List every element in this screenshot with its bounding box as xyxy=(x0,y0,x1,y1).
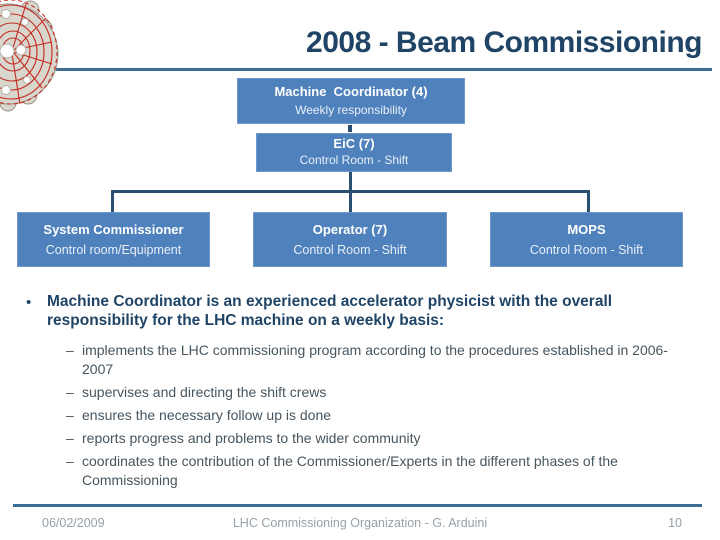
footer-attribution: LHC Commissioning Organization - G. Ardu… xyxy=(232,516,488,530)
title-divider xyxy=(30,68,712,71)
connector-drop-middle xyxy=(349,192,352,212)
org-box-subtitle: Weekly responsibility xyxy=(295,103,407,117)
dash-marker: – xyxy=(66,430,74,446)
org-box-title: Machine Coordinator (4) xyxy=(274,84,428,99)
org-box-machine-coordinator: Machine Coordinator (4) Weekly responsib… xyxy=(237,78,465,124)
bullet-marker: • xyxy=(26,294,32,311)
sub-bullet-text: implements the LHC commissioning program… xyxy=(82,342,668,377)
org-box-subtitle: Control Room - Shift xyxy=(299,153,409,167)
org-box-subtitle: Control Room - Shift xyxy=(529,243,644,257)
org-box-subtitle: Control room/Equipment xyxy=(45,243,182,257)
connector-eic-down xyxy=(349,172,352,192)
org-box-operator: Operator (7) Control Room - Shift xyxy=(253,212,447,267)
sub-bullet-item: – supervises and directing the shift cre… xyxy=(66,383,694,402)
sub-bullet-item: – implements the LHC commissioning progr… xyxy=(66,341,694,379)
connector-drop-right xyxy=(587,192,590,212)
connector-mc-eic xyxy=(348,125,352,132)
org-box-system-commissioner: System Commissioner Control room/Equipme… xyxy=(17,212,210,267)
connector-horizontal xyxy=(111,190,590,193)
sub-bullet-text: coordinates the contribution of the Comm… xyxy=(82,453,618,488)
org-box-title: Operator (7) xyxy=(312,222,388,237)
sub-bullet-text: supervises and directing the shift crews xyxy=(82,384,327,400)
sub-bullet-item: – reports progress and problems to the w… xyxy=(66,429,694,448)
dash-marker: – xyxy=(66,407,74,423)
main-bullet-text: Machine Coordinator is an experienced ac… xyxy=(47,293,613,329)
connector-drop-left xyxy=(111,192,114,212)
page-title: 2008 - Beam Commissioning xyxy=(306,26,702,59)
org-box-title: System Commissioner xyxy=(43,222,184,237)
footer-date: 06/02/2009 xyxy=(42,516,105,530)
org-box-title: MOPS xyxy=(567,222,606,237)
org-box-eic: EiC (7) Control Room - Shift xyxy=(256,133,452,172)
org-box-subtitle: Control Room - Shift xyxy=(293,243,407,257)
lhc-dipole-logo-icon xyxy=(0,0,59,112)
sub-bullet-text: ensures the necessary follow up is done xyxy=(82,407,332,423)
dash-marker: – xyxy=(66,384,74,400)
page-number: 10 xyxy=(668,516,682,530)
dash-marker: – xyxy=(66,453,74,469)
sub-bullet-item: – ensures the necessary follow up is don… xyxy=(66,406,694,425)
org-box-title: EiC (7) xyxy=(333,136,375,151)
sub-bullet-text: reports progress and problems to the wid… xyxy=(82,430,421,446)
sub-bullet-list: – implements the LHC commissioning progr… xyxy=(66,341,694,494)
dash-marker: – xyxy=(66,342,74,358)
sub-bullet-item: – coordinates the contribution of the Co… xyxy=(66,452,694,490)
org-box-mops: MOPS Control Room - Shift xyxy=(490,212,683,267)
footer-divider xyxy=(13,504,702,507)
